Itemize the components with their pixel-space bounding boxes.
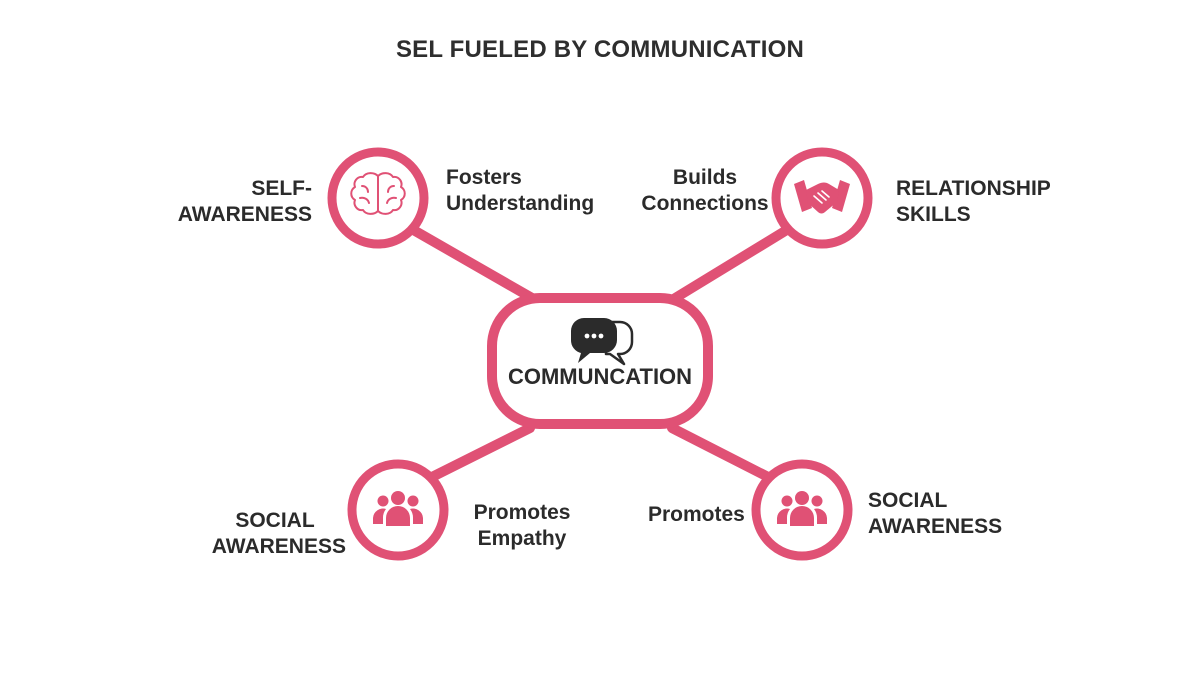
connectors (405, 223, 795, 483)
outer-label-line: SELF- (251, 177, 312, 200)
outer-label-line: SOCIAL (235, 509, 315, 532)
inner-label-line: Empathy (477, 527, 567, 550)
outer-label-line: SOCIAL (868, 489, 948, 512)
people-group-icon (373, 491, 423, 526)
inner-label-line: Understanding (446, 192, 595, 215)
inner-label-bottom-right: Promotes (648, 502, 758, 528)
inner-label-line: Connections (641, 192, 769, 215)
node-top-right (771, 147, 873, 249)
diagram-title: SEL FUELED BY COMMUNICATION (395, 36, 805, 63)
connector-bottom-right (667, 423, 775, 483)
brain-icon (350, 172, 406, 215)
inner-label-top-left: Fosters Understanding (446, 165, 616, 217)
outer-label-line: SKILLS (896, 203, 971, 226)
outer-label-top-left: SELF- AWARENESS (140, 176, 312, 228)
inner-label-line: Promotes (473, 501, 571, 524)
handshake-icon (794, 180, 850, 214)
inner-label-top-right: Builds Connections (620, 165, 790, 217)
connector-top-left (405, 223, 537, 303)
speech-bubbles-icon (570, 318, 634, 366)
outer-label-bottom-right: SOCIAL AWARENESS (868, 488, 1028, 540)
outer-label-line: RELATIONSHIP (896, 177, 1051, 200)
hub-label: COMMUNCATION (507, 364, 693, 389)
outer-label-line: AWARENESS (177, 203, 312, 226)
node-top-left (327, 147, 429, 249)
outer-label-line: AWARENESS (868, 515, 1003, 538)
node-bottom-left (347, 459, 449, 561)
inner-label-line: Builds (672, 166, 738, 189)
connector-bottom-left (425, 423, 535, 483)
inner-label-line: Promotes (648, 503, 745, 526)
outer-label-top-right: RELATIONSHIP SKILLS (896, 176, 1086, 228)
connector-top-right (667, 223, 795, 305)
outer-label-bottom-left: SOCIAL AWARENESS (180, 508, 346, 560)
hub-node (487, 293, 713, 429)
people-group-icon (777, 491, 827, 526)
node-bottom-right (751, 459, 853, 561)
inner-label-bottom-left: Promotes Empathy (462, 500, 582, 552)
outer-label-line: AWARENESS (211, 535, 346, 558)
inner-label-line: Fosters (446, 166, 522, 189)
